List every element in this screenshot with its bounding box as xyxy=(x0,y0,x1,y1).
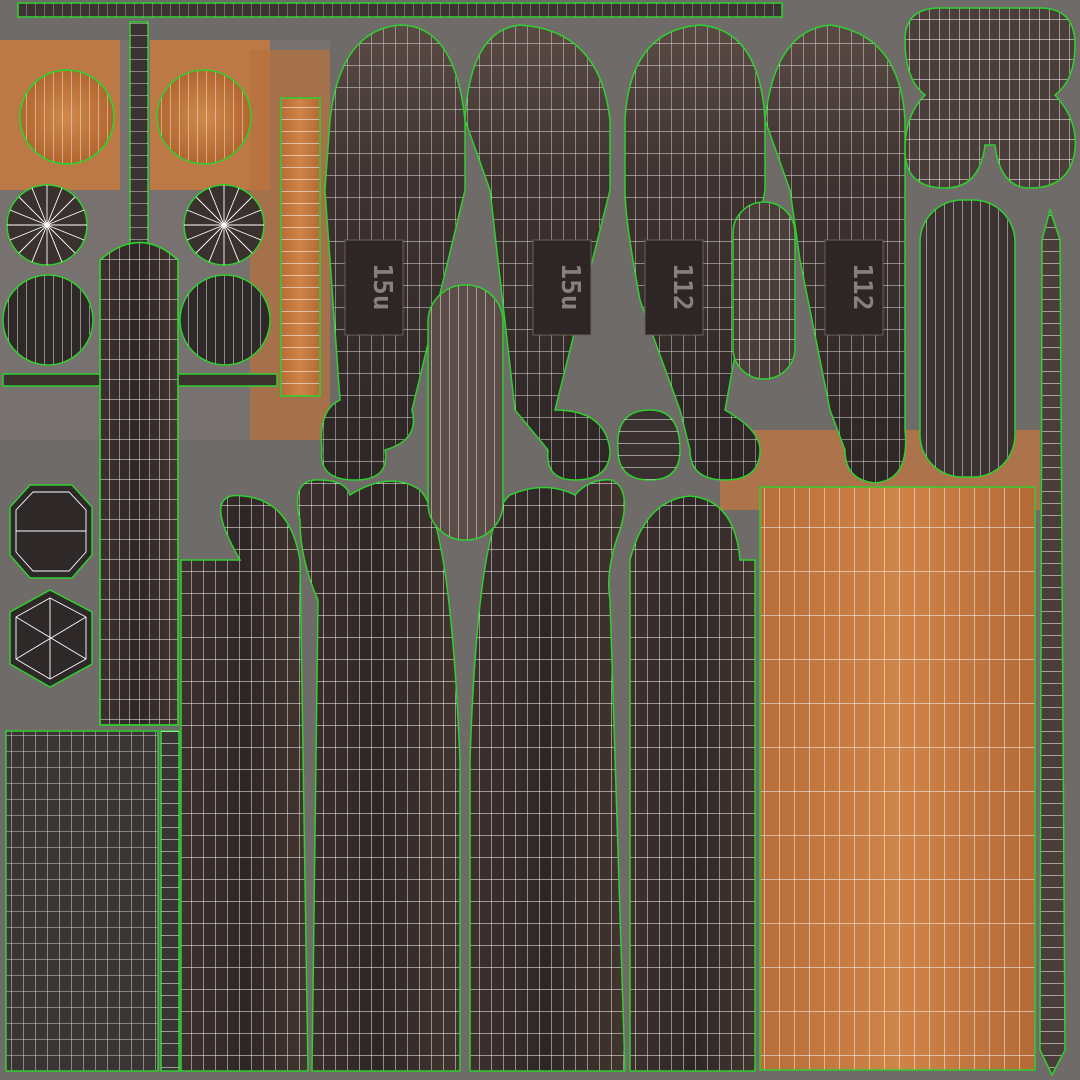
uv-island-head-left: 15u xyxy=(320,24,466,481)
uv-island-octagon-2 xyxy=(9,589,93,688)
stamp-right-b: 112 xyxy=(847,264,877,311)
uv-island-radial-disc-right xyxy=(183,184,265,266)
uv-island-head-left-b: 15u xyxy=(464,24,611,481)
uv-island-octagon-1 xyxy=(9,484,93,579)
uv-island-leg-4 xyxy=(629,495,756,1072)
uv-island-head-right: 112 xyxy=(617,24,766,481)
uv-island-wood-panel xyxy=(759,486,1036,1071)
uv-island-top-right-cap xyxy=(904,7,1077,189)
uv-island-radial-disc-left xyxy=(6,184,88,266)
uv-island-shaft xyxy=(99,21,179,726)
uv-island-capsule-3 xyxy=(919,199,1016,478)
uv-island-head-right-b: 112 xyxy=(764,24,907,484)
uv-island-striped-disc-left xyxy=(2,274,94,366)
uv-island-leg-3 xyxy=(469,479,626,1072)
stamp-left-b: 15u xyxy=(555,264,585,311)
uv-island-wood-strip xyxy=(280,97,321,397)
uv-island-striped-disc-right xyxy=(179,274,271,366)
uv-island-leg-1 xyxy=(180,494,309,1072)
uv-island-wood-disc-1 xyxy=(19,69,115,165)
uv-island-capsule-1 xyxy=(427,284,504,541)
uv-island-capsule-2 xyxy=(732,201,796,380)
uv-island-wood-disc-2 xyxy=(156,69,252,165)
stamp-left-a: 15u xyxy=(367,264,397,311)
stamp-right-a: 112 xyxy=(667,264,697,311)
uv-island-top-strip xyxy=(17,2,783,18)
uv-island-bottom-left-block xyxy=(5,730,180,1072)
uv-island-spike xyxy=(1039,207,1066,1077)
uv-island-leg-2 xyxy=(296,479,461,1072)
